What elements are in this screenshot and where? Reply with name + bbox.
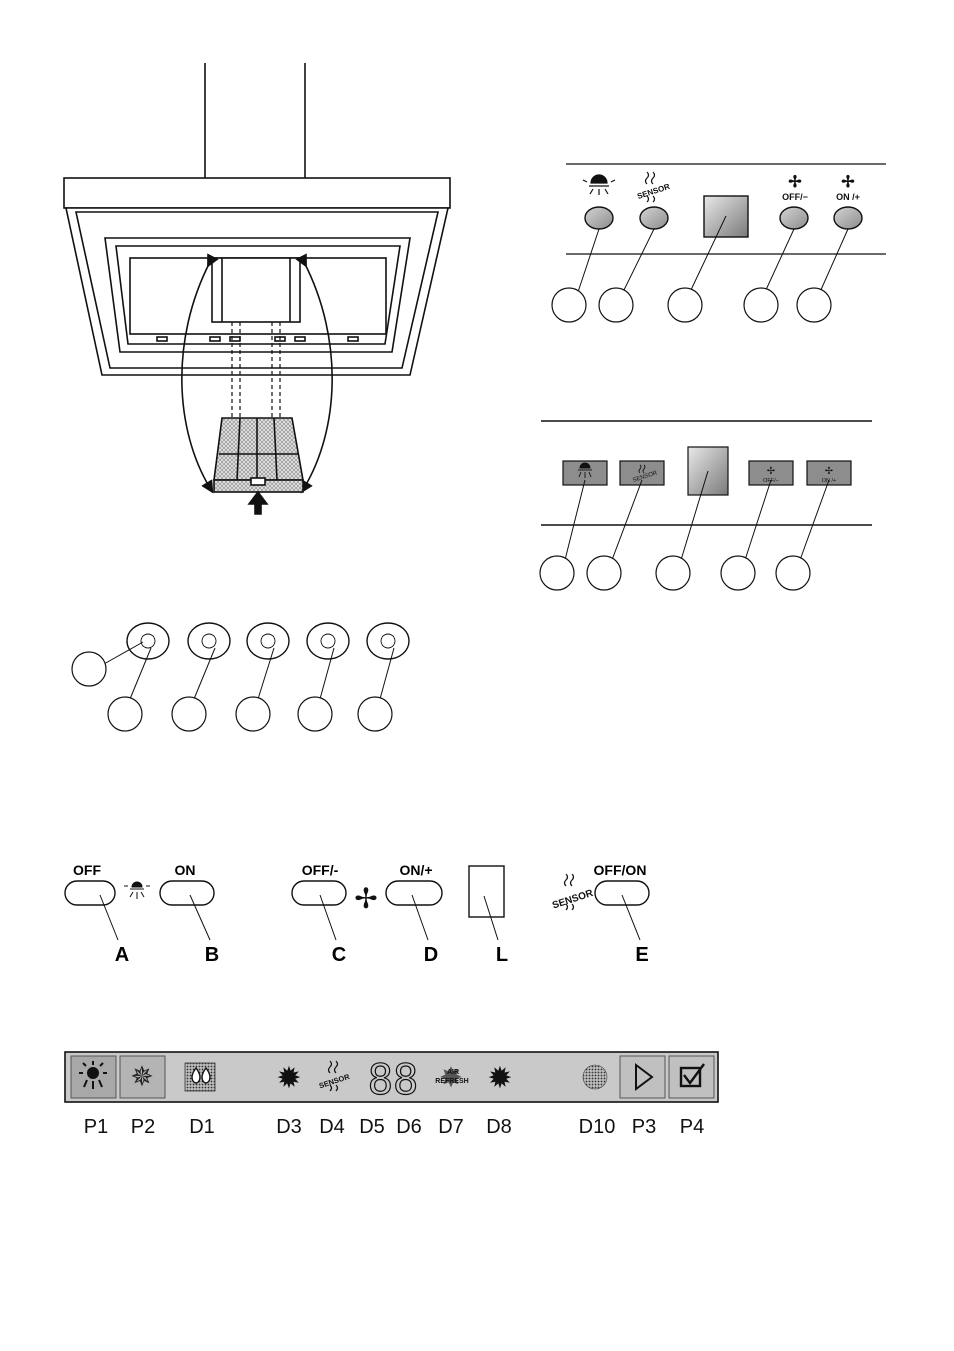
hood-top-band xyxy=(64,178,450,208)
air-text: AIR xyxy=(447,1069,459,1076)
confirm-button[interactable] xyxy=(669,1056,714,1098)
round-button-3[interactable] xyxy=(247,623,289,659)
fan-plus-button[interactable] xyxy=(834,207,862,229)
filter-handle xyxy=(251,478,265,485)
callout-circle xyxy=(236,697,270,731)
control-panel-middle: SENSOR ✢ OFF/− ✢ ON /+ xyxy=(540,421,872,590)
refresh-text: REFRESH xyxy=(435,1078,468,1085)
fan-icon: ✢ xyxy=(354,883,377,914)
label-p4: P4 xyxy=(680,1116,704,1138)
letter-c: C xyxy=(332,944,346,966)
lcd-digits: 88 xyxy=(368,1055,419,1104)
label-d1: D1 xyxy=(189,1116,215,1138)
label-d5: D5 xyxy=(359,1116,385,1138)
light-on-button[interactable] xyxy=(160,881,214,905)
round-button-5[interactable] xyxy=(367,623,409,659)
control-panel-top: SENSOR ✢ OFF/− ✢ ON /+ xyxy=(552,164,886,322)
callout-circle xyxy=(668,288,702,322)
label-d10: D10 xyxy=(579,1116,616,1138)
letter-e: E xyxy=(635,944,648,966)
callout-circle xyxy=(540,556,574,590)
fan-minus-button[interactable] xyxy=(292,881,346,905)
lettered-button-panel: OFF ON OFF/- ✢ ON/+ SENSOR OFF/ON xyxy=(65,862,649,966)
letter-d: D xyxy=(424,944,438,966)
button-c-top-label: OFF/- xyxy=(302,862,339,878)
callout-circle xyxy=(72,652,106,686)
fan-icon-plus: ✢ ON /+ xyxy=(836,174,860,202)
label-d6: D6 xyxy=(396,1116,422,1138)
callout-circle xyxy=(776,556,810,590)
svg-text:✢: ✢ xyxy=(841,174,855,191)
fan-icon-minus: ✢ OFF/− xyxy=(782,174,808,202)
callout-circle xyxy=(599,288,633,322)
grease-filter xyxy=(214,418,303,480)
callout-circle xyxy=(298,697,332,731)
label-d4: D4 xyxy=(319,1116,345,1138)
callout-circle xyxy=(172,697,206,731)
display-window xyxy=(469,866,504,917)
sensor-icon: SENSOR xyxy=(551,874,595,911)
letter-l: L xyxy=(496,944,508,966)
label-d8: D8 xyxy=(486,1116,512,1138)
label-p2: P2 xyxy=(131,1116,155,1138)
label-d7: D7 xyxy=(438,1116,464,1138)
label-p1: P1 xyxy=(84,1116,108,1138)
callout-circle xyxy=(108,697,142,731)
callout-circle xyxy=(721,556,755,590)
label-d3: D3 xyxy=(276,1116,302,1138)
light-icon xyxy=(124,882,150,899)
grease-filter-icon xyxy=(583,1065,607,1089)
light-button[interactable] xyxy=(585,207,613,229)
hood-illustration xyxy=(64,63,450,514)
lcd-labels: P1 P2 D1 D3 D4 D5 D6 D7 D8 D10 P3 P4 xyxy=(84,1116,704,1138)
round-button-2[interactable] xyxy=(188,623,230,659)
fan-speed-max-icon: ✹ xyxy=(487,1062,512,1095)
round-button-panel xyxy=(72,623,409,731)
letter-a: A xyxy=(115,944,129,966)
lcd-control-panel: ✵ ✹ SENSOR 88 ✸ AIR REFRESH ✹ P1 P2 xyxy=(65,1052,718,1138)
fan-icon: ✢ xyxy=(767,466,775,477)
on-plus-label: ON /+ xyxy=(836,192,860,202)
callout-circle xyxy=(587,556,621,590)
off-minus-label: OFF/− xyxy=(782,192,808,202)
callout-circle xyxy=(358,697,392,731)
filter-housing xyxy=(212,258,300,322)
callout-circle xyxy=(552,288,586,322)
label-p3: P3 xyxy=(632,1116,656,1138)
light-icon xyxy=(583,175,615,195)
round-button-1[interactable] xyxy=(127,623,169,659)
sensor-button[interactable] xyxy=(640,207,668,229)
button-d-top-label: ON/+ xyxy=(399,862,432,878)
fan-minus-button[interactable] xyxy=(780,207,808,229)
push-arrow-icon xyxy=(249,492,267,514)
callout-circle xyxy=(744,288,778,322)
letter-b: B xyxy=(205,944,219,966)
fan-speed-icon: ✹ xyxy=(276,1062,301,1095)
svg-text:✢: ✢ xyxy=(788,174,802,191)
filter-alarm-icon xyxy=(185,1063,215,1091)
fan-icon: ✵ xyxy=(130,1061,153,1092)
sensor-icon: SENSOR xyxy=(636,172,671,202)
button-e-top-label: OFF/ON xyxy=(594,862,647,878)
button-b-top-label: ON xyxy=(175,862,196,878)
sensor-on-off-button[interactable] xyxy=(595,881,649,905)
callout-circle xyxy=(656,556,690,590)
round-button-4[interactable] xyxy=(307,623,349,659)
sensor-text: SENSOR xyxy=(636,182,671,201)
callout-circle xyxy=(797,288,831,322)
light-off-button[interactable] xyxy=(65,881,115,905)
fan-icon: ✢ xyxy=(825,466,833,477)
button-a-top-label: OFF xyxy=(73,862,101,878)
